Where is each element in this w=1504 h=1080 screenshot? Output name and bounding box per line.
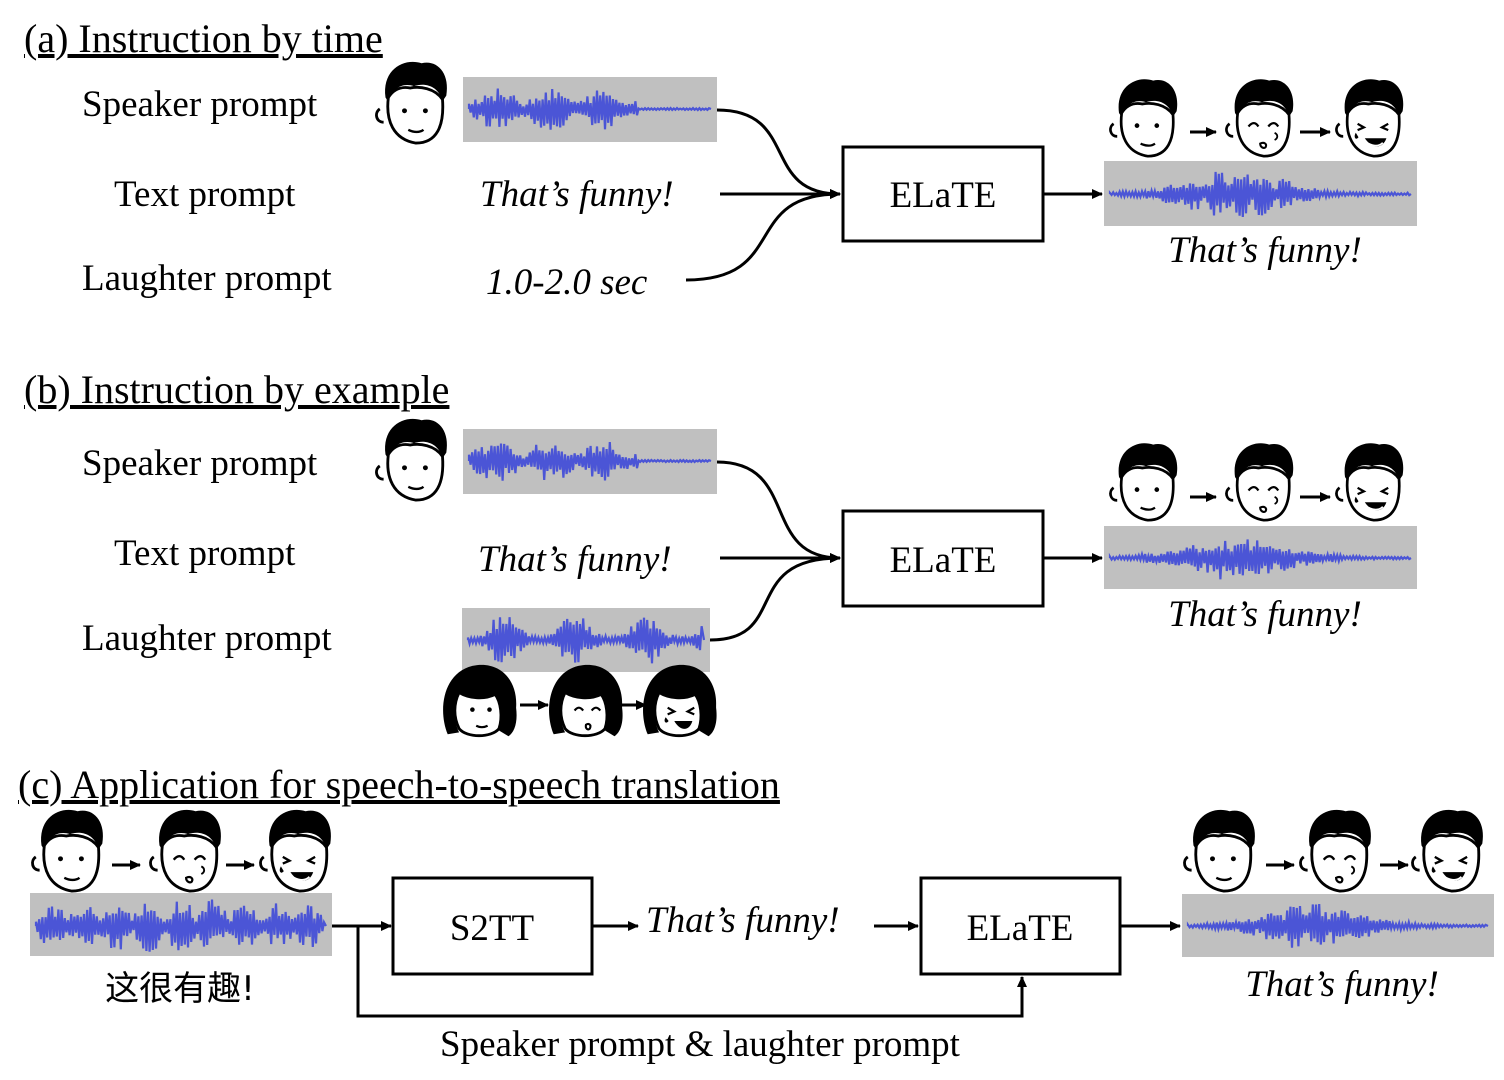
section-a-heading: (a) Instruction by time (24, 16, 383, 61)
male-face-icon (1109, 441, 1179, 522)
section-b-heading: (b) Instruction by example (24, 367, 449, 412)
male-face-laughing-icon (259, 808, 333, 893)
male-face-laughing-icon (1335, 441, 1405, 522)
speaker-arrow (716, 108, 841, 199)
output-text: That’s funny! (1168, 594, 1362, 635)
male-face-laughing-icon (1411, 808, 1485, 893)
male-face-amused-icon (149, 808, 223, 893)
feedback-label: Speaker prompt & laughter prompt (440, 1024, 961, 1065)
output-waveform (1182, 894, 1494, 957)
text-prompt-label: Text prompt (114, 174, 296, 215)
text-prompt-value: That’s funny! (478, 539, 672, 580)
male-face-amused-icon (1225, 441, 1295, 522)
laughter-example-waveform (462, 608, 710, 672)
output-text: That’s funny! (1245, 964, 1439, 1005)
elate-label: ELaTE (890, 175, 997, 216)
s2tt-label: S2TT (450, 908, 534, 949)
source-text: 这很有趣! (105, 969, 255, 1009)
elate-box (841, 145, 1045, 243)
text-prompt-value: That’s funny! (480, 174, 674, 215)
laughter-prompt-label: Laughter prompt (82, 258, 332, 299)
s2tt-box (391, 876, 594, 976)
laughter-prompt-label: Laughter prompt (82, 618, 332, 659)
female-face-laughing-icon (641, 663, 719, 738)
prompt-feedback-arrow (356, 926, 1027, 1018)
speaker-prompt-label: Speaker prompt (82, 443, 318, 484)
female-face-amused-icon (547, 663, 625, 738)
output-text: That’s funny! (1168, 230, 1362, 271)
output-waveform (1104, 526, 1417, 589)
section-c-heading: (c) Application for speech-to-speech tra… (18, 762, 780, 807)
speaker-arrow (716, 460, 841, 563)
male-face-icon (1183, 808, 1257, 893)
elate-label: ELaTE (967, 908, 1074, 949)
output-waveform (1104, 161, 1417, 226)
male-face-icon (375, 60, 449, 145)
male-face-amused-icon (1225, 77, 1295, 158)
female-face-icon (441, 663, 519, 738)
speaker-waveform (463, 429, 717, 494)
elate-box (841, 509, 1045, 608)
laughter-duration-value: 1.0-2.0 sec (486, 262, 648, 303)
male-face-icon (1109, 77, 1179, 158)
male-face-icon (31, 808, 105, 893)
laughter-arrow (709, 556, 841, 642)
male-face-amused-icon (1299, 808, 1373, 893)
laughter-arrow (685, 192, 841, 282)
speaker-waveform (463, 77, 717, 142)
intermediate-text: That’s funny! (646, 900, 840, 941)
text-prompt-label: Text prompt (114, 533, 296, 574)
male-face-laughing-icon (1335, 77, 1405, 158)
source-waveform (30, 893, 332, 956)
elate-label: ELaTE (890, 540, 997, 581)
male-face-icon (375, 417, 449, 502)
speaker-prompt-label: Speaker prompt (82, 84, 318, 125)
